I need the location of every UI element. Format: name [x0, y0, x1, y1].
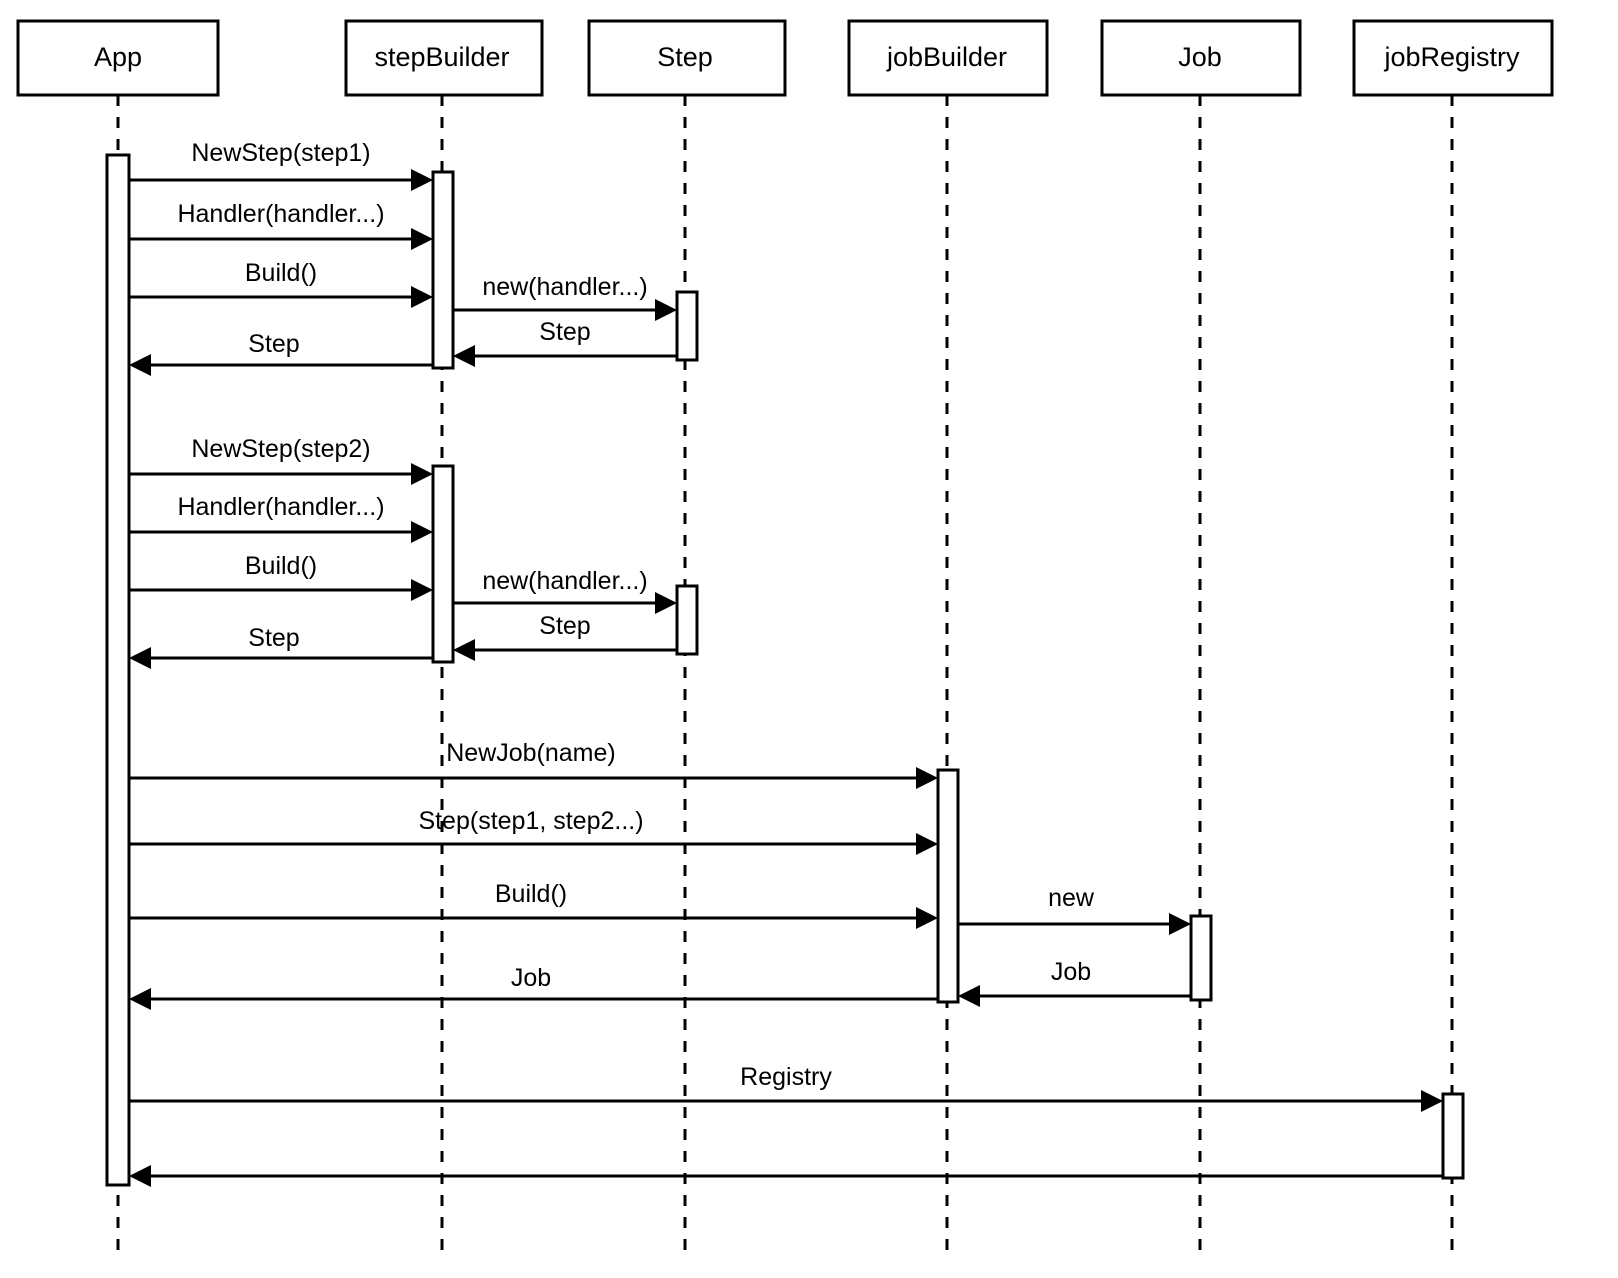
arrow-head-icon: [453, 639, 475, 661]
message-m5: Step: [453, 318, 677, 367]
message-label: Job: [1051, 958, 1091, 986]
arrow-head-icon: [411, 286, 433, 308]
participant-label: stepBuilder: [374, 42, 509, 72]
message-m13: NewJob(name): [129, 739, 938, 789]
message-label: Handler(handler...): [177, 493, 384, 521]
message-label: Build(): [245, 259, 317, 287]
participant-box-rect: [1352, 19, 1554, 97]
arrow-head-icon: [916, 907, 938, 929]
activation-bar-job: [1189, 914, 1213, 1002]
participant-step[interactable]: Step: [587, 19, 787, 97]
message-label: Step: [539, 318, 590, 346]
message-m10: new(handler...): [453, 567, 677, 614]
activation-bar-step: [675, 584, 699, 656]
arrow-head-icon: [129, 1165, 151, 1187]
message-label: Step: [248, 330, 299, 358]
participant-label: Step: [657, 42, 713, 72]
participant-job[interactable]: Job: [1100, 19, 1302, 97]
message-label: new(handler...): [482, 567, 647, 595]
message-label: Job: [511, 964, 551, 992]
participant-label: jobRegistry: [1383, 42, 1520, 72]
message-label: NewStep(step1): [191, 139, 370, 167]
message-label: Step(step1, step2...): [418, 807, 643, 835]
participant-label: App: [94, 42, 142, 72]
arrow-head-icon: [129, 988, 151, 1010]
arrow-head-icon: [129, 647, 151, 669]
activation-bar-stepbuilder: [431, 170, 455, 370]
participant-label: Job: [1178, 42, 1222, 72]
arrow-head-icon: [453, 345, 475, 367]
message-m12: Step: [129, 624, 433, 669]
activation-bar-stepbuilder: [431, 464, 455, 664]
participant-box-rect: [847, 19, 1049, 97]
participant-box-rect: [344, 19, 544, 97]
message-m2: Handler(handler...): [129, 200, 433, 250]
participant-box-rect: [587, 19, 787, 97]
message-label: Step: [539, 612, 590, 640]
arrow-head-icon: [1169, 913, 1191, 935]
message-m20: [129, 1165, 1443, 1187]
arrow-head-icon: [411, 521, 433, 543]
participant-app[interactable]: App: [16, 19, 220, 97]
participant-box-rect: [16, 19, 220, 97]
message-label: Build(): [495, 880, 567, 908]
message-label: Build(): [245, 552, 317, 580]
arrow-head-icon: [411, 463, 433, 485]
message-m1: NewStep(step1): [129, 139, 433, 191]
participant-jobbuilder[interactable]: jobBuilder: [847, 19, 1049, 97]
participant-label: jobBuilder: [886, 42, 1007, 72]
arrow-head-icon: [655, 299, 677, 321]
message-m18: Job: [129, 964, 938, 1010]
participant-stepbuilder[interactable]: stepBuilder: [344, 19, 544, 97]
message-m17: Job: [958, 958, 1191, 1007]
participant-box-rect: [1100, 19, 1302, 97]
message-m15: Build(): [129, 880, 938, 929]
message-label: Step: [248, 624, 299, 652]
message-m6: Step: [129, 330, 433, 376]
message-label: Registry: [740, 1063, 832, 1091]
messages-layer: NewStep(step1) Handler(handler...) Build()…: [129, 139, 1443, 1187]
arrow-head-icon: [411, 228, 433, 250]
message-label: new(handler...): [482, 273, 647, 301]
arrow-head-icon: [916, 767, 938, 789]
participants-layer: App stepBuilder Step jobBuilder Job jobRegist…: [16, 19, 1554, 97]
activation-bar-app: [105, 153, 131, 1187]
arrow-head-icon: [958, 985, 980, 1007]
participant-jobregistry[interactable]: jobRegistry: [1352, 19, 1554, 97]
activation-bar-jobregistry: [1441, 1092, 1465, 1180]
arrow-head-icon: [1421, 1090, 1443, 1112]
message-label: new: [1048, 884, 1095, 912]
arrow-head-icon: [411, 579, 433, 601]
message-m16: new: [958, 884, 1191, 935]
message-m8: Handler(handler...): [129, 493, 433, 543]
message-m4: new(handler...): [453, 273, 677, 321]
message-label: Handler(handler...): [177, 200, 384, 228]
message-m14: Step(step1, step2...): [129, 807, 938, 855]
message-m19: Registry: [129, 1063, 1443, 1112]
message-label: NewJob(name): [446, 739, 616, 767]
message-m9: Build(): [129, 552, 433, 601]
activation-bar-step: [675, 290, 699, 362]
message-m7: NewStep(step2): [129, 435, 433, 485]
message-m11: Step: [453, 612, 677, 661]
arrow-head-icon: [916, 833, 938, 855]
arrow-head-icon: [655, 592, 677, 614]
message-label: NewStep(step2): [191, 435, 370, 463]
activations-layer: [105, 153, 1465, 1187]
message-m3: Build(): [129, 259, 433, 308]
arrow-head-icon: [411, 169, 433, 191]
arrow-head-icon: [129, 354, 151, 376]
activation-bar-jobbuilder: [936, 768, 960, 1004]
